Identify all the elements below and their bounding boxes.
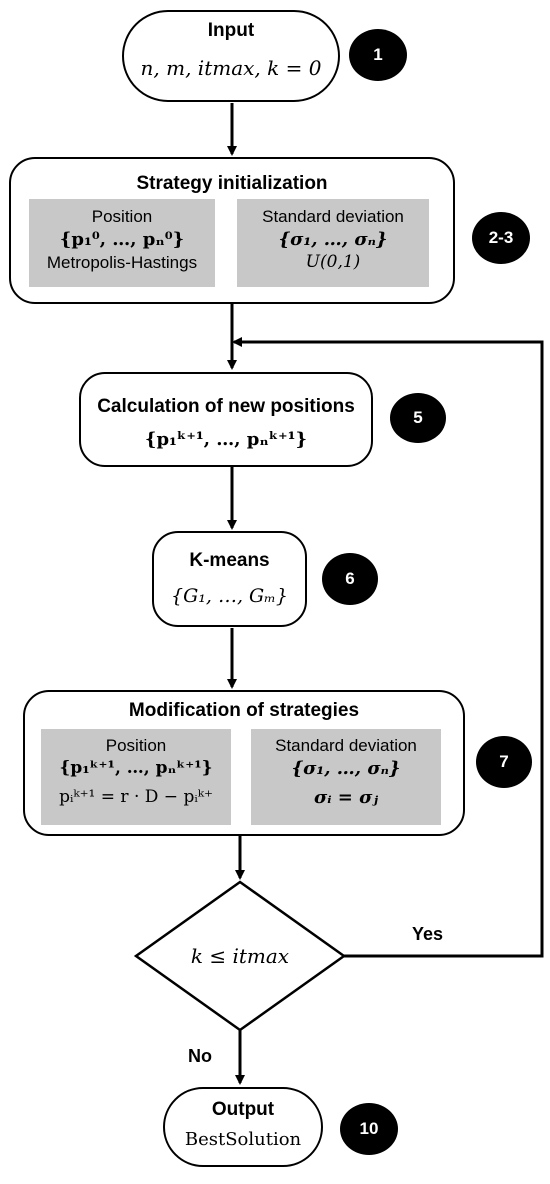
input-formula: n, m, itmax, k = 0 [140,56,322,80]
loop-back-line [232,337,544,958]
position-label: Position [91,207,153,226]
kmeans-formula: {G₁, …, Gₘ} [171,585,288,607]
modification-position-label: Position [105,736,167,755]
modification-position-formula: {p₁ᵏ⁺¹, …, pₙᵏ⁺¹} [59,758,213,778]
calculation-formula: {p₁ᵏ⁺¹, …, pₙᵏ⁺¹} [144,429,308,450]
modification-stddev-label: Standard deviation [275,736,417,755]
kmeans-box: K-means {G₁, …, Gₘ} [152,531,307,627]
stddev-method: U(0,1) [305,252,361,272]
input-title: Input [207,20,255,41]
step-badge-5: 5 [390,393,446,443]
step-badge-1: 1 [349,29,407,81]
output-title: Output [211,1099,275,1120]
stddev-label: Standard deviation [262,207,404,226]
modification-position-update: pᵢᵏ⁺¹ = r · D − pᵢᵏ⁺ [59,787,213,807]
output-value: BestSolution [184,1129,302,1150]
step-badge-7: 7 [476,736,532,788]
yes-label: Yes [412,924,444,944]
modification-stddev-panel: Standard deviation {σ₁, …, σₙ} σᵢ = σⱼ [251,729,441,825]
calculation-box: Calculation of new positions {p₁ᵏ⁺¹, …, … [79,372,373,467]
step-badge-10: 10 [340,1103,398,1155]
input-terminal: Input n, m, itmax, k = 0 [122,10,340,102]
decision-diamond [133,880,347,1032]
modification-stddev-update: σᵢ = σⱼ [313,787,379,808]
stddev-formula: {σ₁, …, σₙ} [278,229,388,250]
modification-stddev-formula: {σ₁, …, σₙ} [291,758,401,779]
no-label: No [188,1046,212,1066]
decision-condition: k ≤ itmax [190,944,290,968]
output-terminal: Output BestSolution [163,1087,323,1167]
calculation-title: Calculation of new positions [97,396,355,417]
position-formula: {p₁⁰, …, pₙ⁰} [59,229,185,250]
modification-box: Modification of strategies Position {p₁ᵏ… [23,690,465,836]
strategy-initialization-box: Strategy initialization Position {p₁⁰, …… [9,157,455,304]
strategy-initialization-title: Strategy initialization [136,173,328,194]
step-badge-2-3: 2-3 [472,212,530,264]
position-panel: Position {p₁⁰, …, pₙ⁰} Metropolis-Hastin… [29,199,215,287]
modification-title: Modification of strategies [128,700,360,721]
position-method: Metropolis-Hastings [46,253,198,272]
kmeans-title: K-means [189,550,270,571]
stddev-panel: Standard deviation {σ₁, …, σₙ} U(0,1) [237,199,429,287]
modification-position-panel: Position {p₁ᵏ⁺¹, …, pₙᵏ⁺¹} pᵢᵏ⁺¹ = r · D… [41,729,231,825]
step-badge-6: 6 [322,553,378,605]
